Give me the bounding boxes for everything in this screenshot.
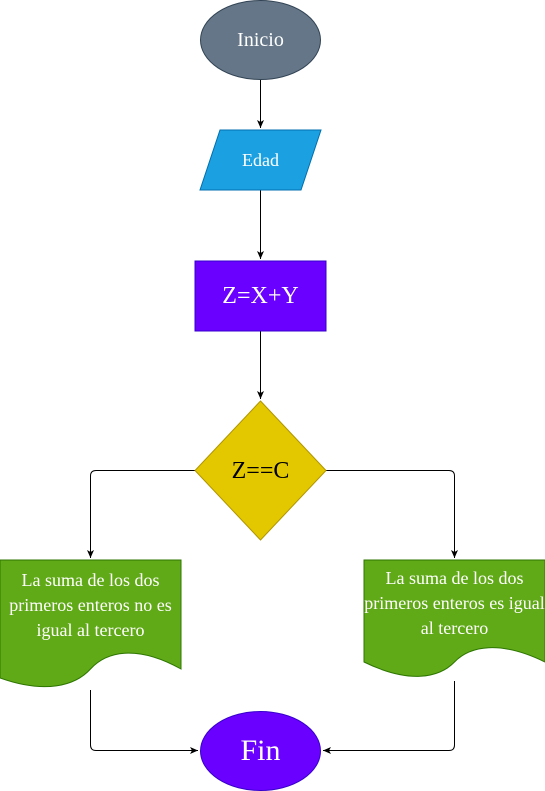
start-label: Inicio [200, 0, 321, 80]
input-label: Edad [200, 130, 321, 190]
decision-label: Z==C [195, 401, 326, 541]
output-left-label-text: La suma de los dos primeros enteros no e… [9, 570, 172, 640]
output-left-label: La suma de los dos primeros enteros no e… [0, 560, 181, 660]
output-document-left [0, 559, 182, 688]
output-right-label: La suma de los dos primeros enteros es i… [364, 560, 545, 660]
process-label-text: Z=X+Y [222, 282, 299, 309]
edge-decision-to-output-left [87, 470, 195, 558]
start-node [200, 0, 321, 80]
end-label-text: Fin [240, 734, 281, 767]
edge-output-left-to-end [90, 690, 198, 754]
decision-label-text: Z==C [231, 457, 290, 484]
process-label: Z=X+Y [195, 261, 326, 331]
output-right-label-text: La suma de los dos primeros enteros es i… [364, 568, 545, 638]
connectors [87, 80, 458, 754]
input-node [199, 129, 322, 191]
decision-node [194, 400, 327, 541]
end-label: Fin [200, 711, 321, 791]
process-node [194, 260, 327, 332]
edge-decision-to-output-right [326, 470, 458, 558]
start-label-text: Inicio [237, 28, 284, 51]
input-label-text: Edad [242, 149, 279, 170]
edge-output-right-to-end [323, 681, 455, 754]
output-document-right [363, 559, 545, 677]
